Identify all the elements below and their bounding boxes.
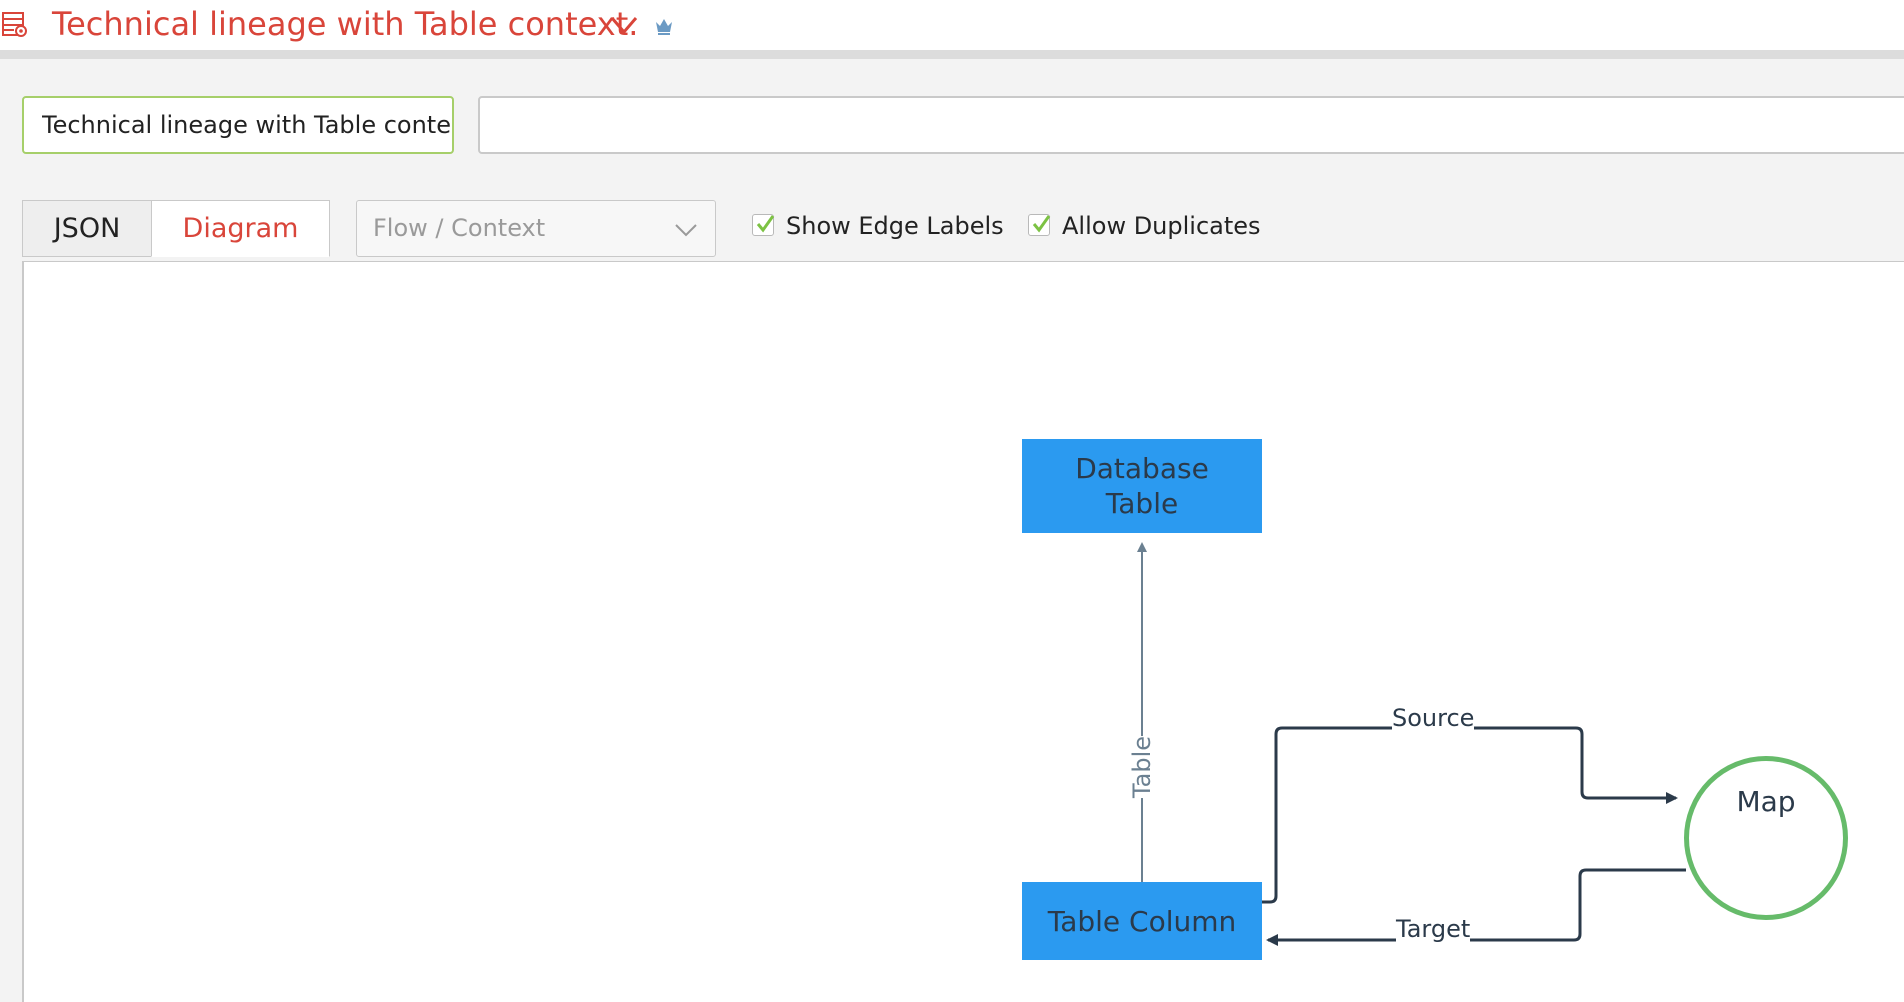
- tab-diagram[interactable]: Diagram: [151, 200, 330, 257]
- chevron-down-icon[interactable]: [608, 10, 640, 40]
- checkbox-checked-icon: [1028, 214, 1051, 236]
- node-table-column[interactable]: Table Column: [1022, 882, 1262, 960]
- chevron-down-icon: [673, 219, 699, 241]
- crown-icon[interactable]: [654, 16, 674, 36]
- show-edge-labels-checkbox[interactable]: Show Edge Labels: [752, 211, 1004, 241]
- node-map[interactable]: Map: [1684, 756, 1848, 920]
- flow-context-placeholder: Flow / Context: [373, 214, 546, 242]
- allow-duplicates-checkbox[interactable]: Allow Duplicates: [1028, 211, 1268, 241]
- checkbox-checked-icon: [752, 214, 775, 236]
- diagram-canvas[interactable]: Database Table Table Column Map Table So…: [22, 261, 1904, 1002]
- allow-duplicates-label: Allow Duplicates: [1062, 212, 1261, 240]
- title-bar: Technical lineage with Table context.: [0, 0, 1904, 50]
- title-divider: [0, 50, 1904, 59]
- edge-target-line: [1266, 868, 1686, 946]
- flow-context-select[interactable]: Flow / Context: [356, 200, 716, 257]
- name-input[interactable]: [24, 98, 452, 152]
- name-field[interactable]: [22, 96, 454, 154]
- edge-source-line: [1262, 726, 1678, 904]
- node-map-label: Map: [1736, 785, 1796, 818]
- edge-label-table: Table: [1128, 735, 1156, 799]
- node-database-table[interactable]: Database Table: [1022, 439, 1262, 533]
- data-lineage-icon: [0, 10, 30, 40]
- show-edge-labels-label: Show Edge Labels: [786, 212, 1004, 240]
- diagram-edges: [1137, 542, 1686, 946]
- edge-label-target: Target: [1396, 915, 1471, 943]
- tab-json[interactable]: JSON: [22, 200, 152, 257]
- page-title: Technical lineage with Table context.: [52, 5, 639, 43]
- description-field[interactable]: [478, 96, 1904, 154]
- edge-label-source: Source: [1392, 704, 1475, 732]
